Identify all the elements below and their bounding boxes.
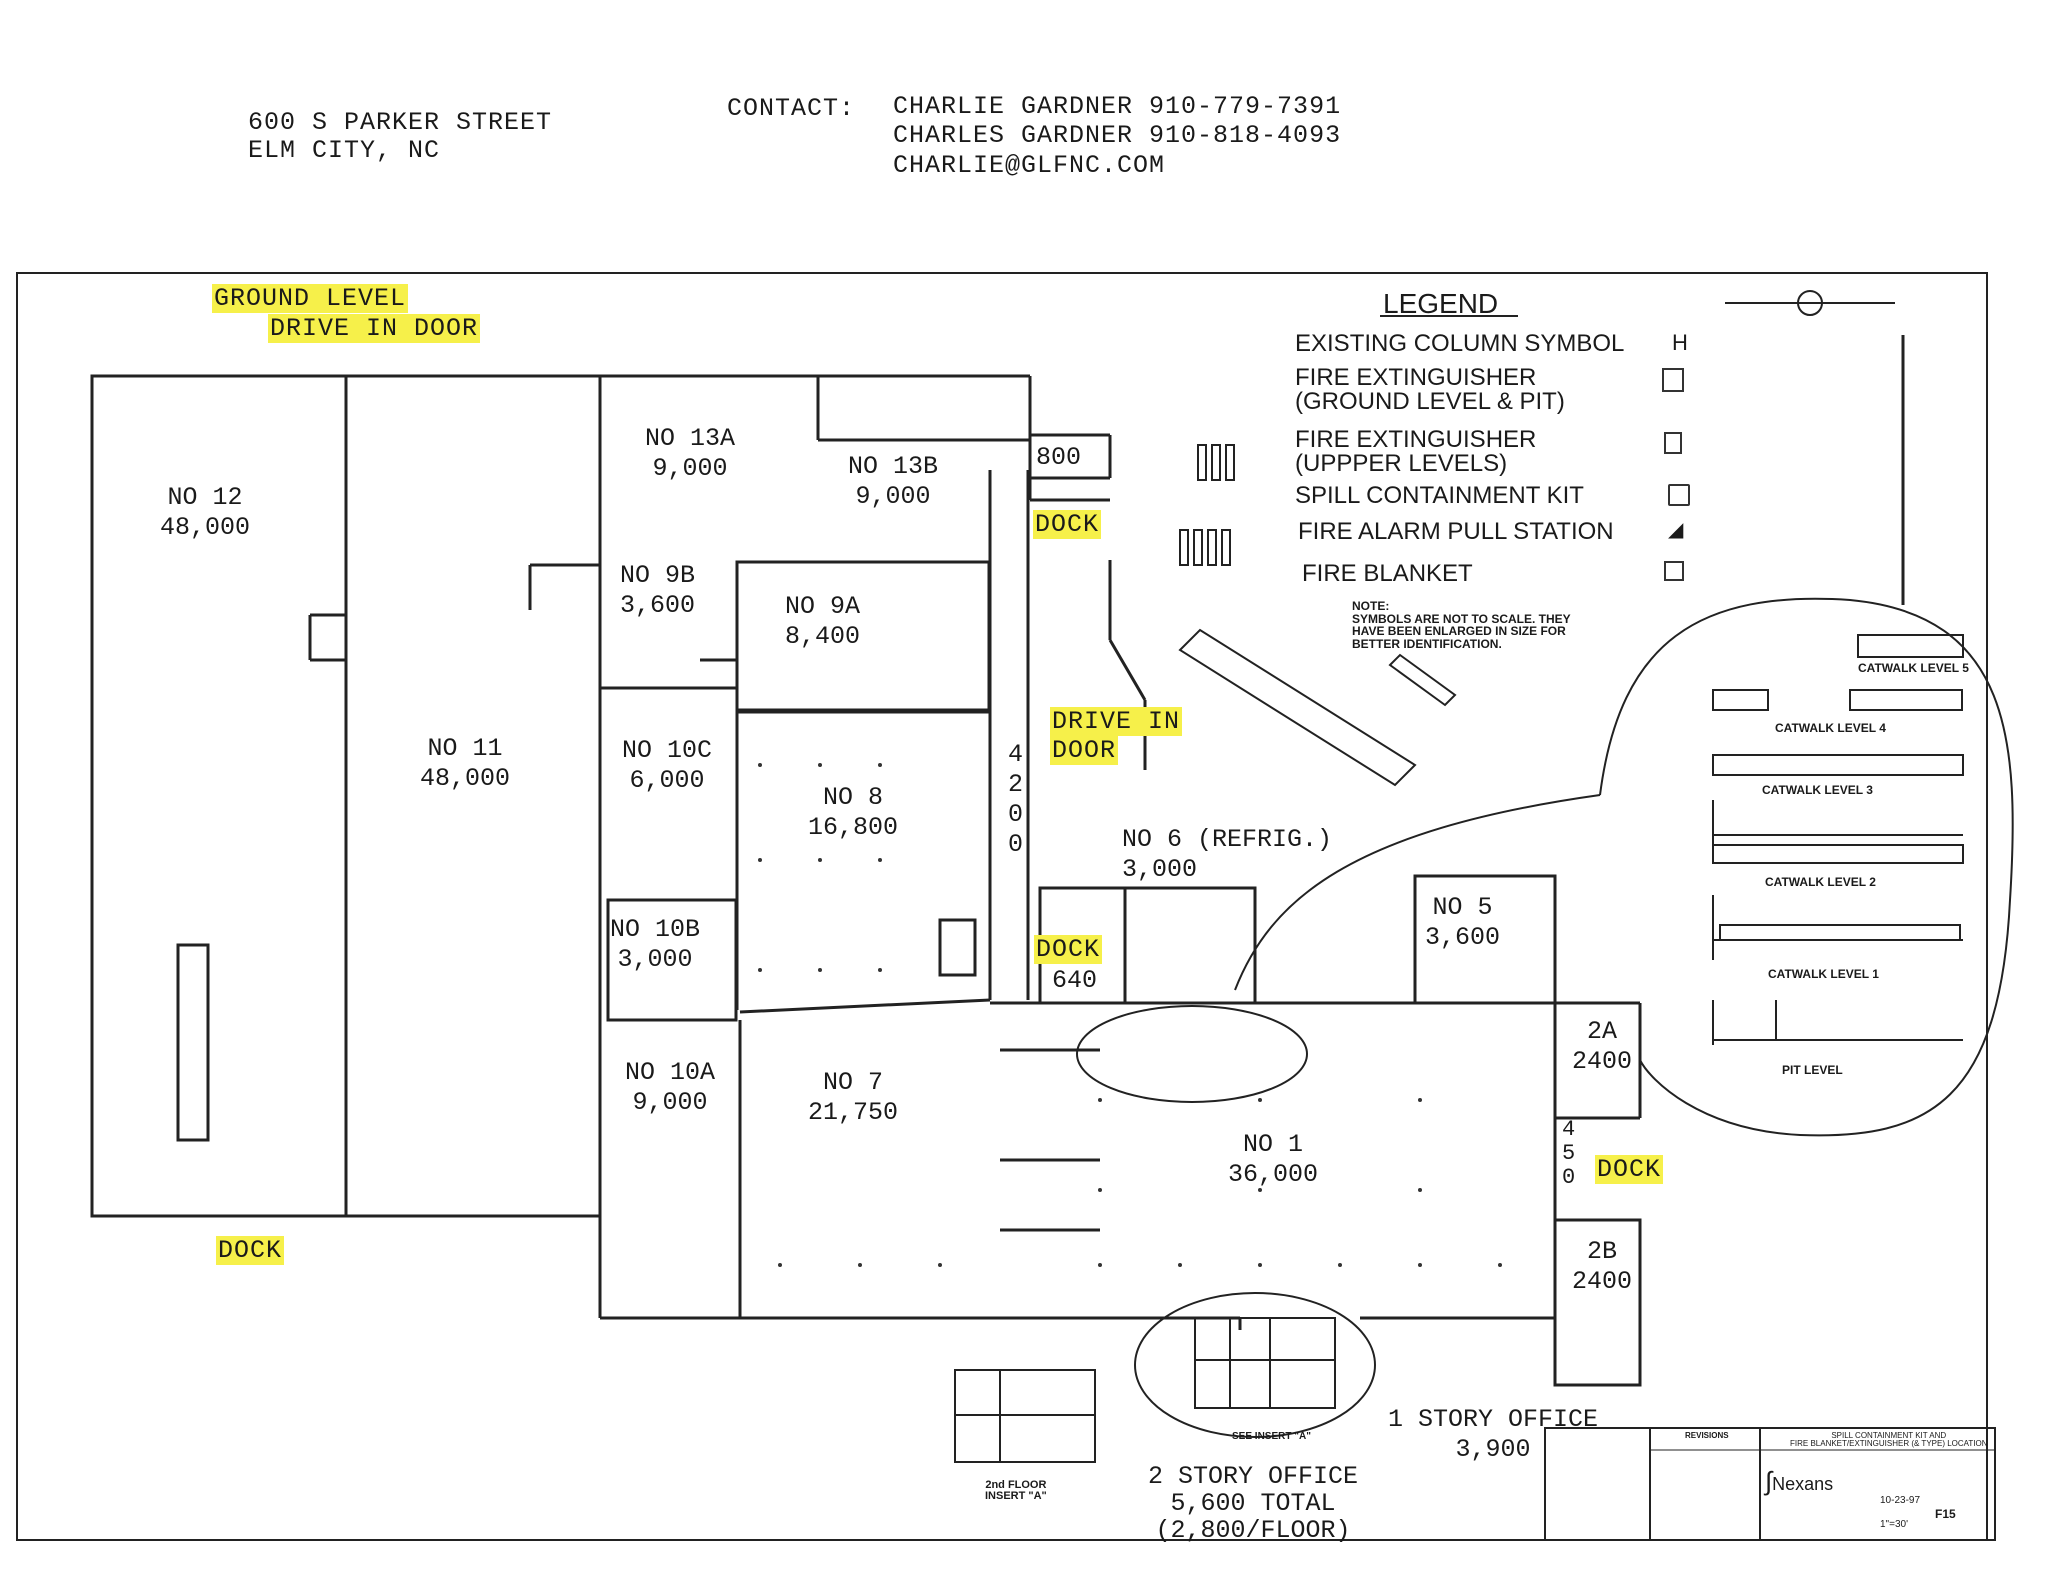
see-insert-label: SEE INSERT "A" xyxy=(1232,1431,1311,1442)
drawing-scale: 1"=30' xyxy=(1880,1519,1908,1530)
drive-in-label-1: DRIVE IN xyxy=(1050,707,1183,736)
legend-item-extinguisher-upper-sub: (UPPPER LEVELS) xyxy=(1295,450,1508,477)
address-line-2: ELM CITY, NC xyxy=(248,136,441,165)
fire-blanket-icon xyxy=(1664,561,1684,581)
contact-label: CONTACT: xyxy=(727,94,856,123)
drive-in-label-2: DOOR xyxy=(1050,736,1119,765)
dock-label-bottom: DOCK xyxy=(216,1236,285,1265)
legend-item-extinguisher-sub: (GROUND LEVEL & PIT) xyxy=(1295,388,1565,415)
catwalk-level-3: CATWALK LEVEL 3 xyxy=(1762,783,1873,797)
catwalk-level-1: CATWALK LEVEL 1 xyxy=(1768,967,1879,981)
contact-line-1: CHARLIE GARDNER 910-779-7391 xyxy=(893,92,1342,121)
pit-level: PIT LEVEL xyxy=(1782,1063,1843,1077)
catwalk-level-4: CATWALK LEVEL 4 xyxy=(1775,721,1886,735)
extinguisher-upper-icon xyxy=(1664,432,1682,454)
column-symbol-icon: H xyxy=(1672,330,1688,355)
dock-label-top: DOCK xyxy=(1033,510,1102,539)
legend-item-column: EXISTING COLUMN SYMBOL xyxy=(1295,330,1625,357)
dock-640: 640 xyxy=(1052,966,1098,995)
spill-kit-icon xyxy=(1668,484,1690,506)
legend-item-extinguisher-upper: FIRE EXTINGUISHER xyxy=(1295,426,1537,453)
legend-item-extinguisher: FIRE EXTINGUISHER xyxy=(1295,364,1537,391)
company-logo: ∫Nexans xyxy=(1765,1466,1834,1496)
room-no6: NO 6 (REFRIG.)3,000 xyxy=(1122,825,1333,884)
pull-station-icon: ◢ xyxy=(1668,519,1684,541)
dock-label-mid: DOCK xyxy=(1034,935,1103,964)
catwalk-level-2: CATWALK LEVEL 2 xyxy=(1765,875,1876,889)
ground-level-label: GROUND LEVEL xyxy=(212,284,409,313)
address-line-1: 600 S PARKER STREET xyxy=(248,108,553,137)
legend-title: LEGEND xyxy=(1383,288,1499,319)
legend-item-fire-blanket: FIRE BLANKET xyxy=(1302,560,1473,587)
legend-item-spill-kit: SPILL CONTAINMENT KIT xyxy=(1295,482,1584,509)
drawing-date: 10-23-97 xyxy=(1880,1495,1921,1506)
legend-note: NOTE: SYMBOLS ARE NOT TO SCALE. THEY HAV… xyxy=(1352,599,1571,651)
legend-item-pull-station: FIRE ALARM PULL STATION xyxy=(1298,518,1614,545)
extinguisher-ground-icon xyxy=(1662,368,1684,392)
catwalk-level-5: CATWALK LEVEL 5 xyxy=(1858,661,1969,675)
revisions-label: REVISIONS xyxy=(1685,1431,1729,1440)
drawing-number: F15 xyxy=(1935,1507,1956,1521)
dock-label-right: DOCK xyxy=(1595,1155,1664,1184)
drive-in-door-label-top: DRIVE IN DOOR xyxy=(268,314,481,343)
contact-line-2: CHARLES GARDNER 910-818-4093 xyxy=(893,121,1342,150)
room-800: 800 xyxy=(1036,443,1082,472)
contact-email: CHARLIE@GLFNC.COM xyxy=(893,151,1166,180)
